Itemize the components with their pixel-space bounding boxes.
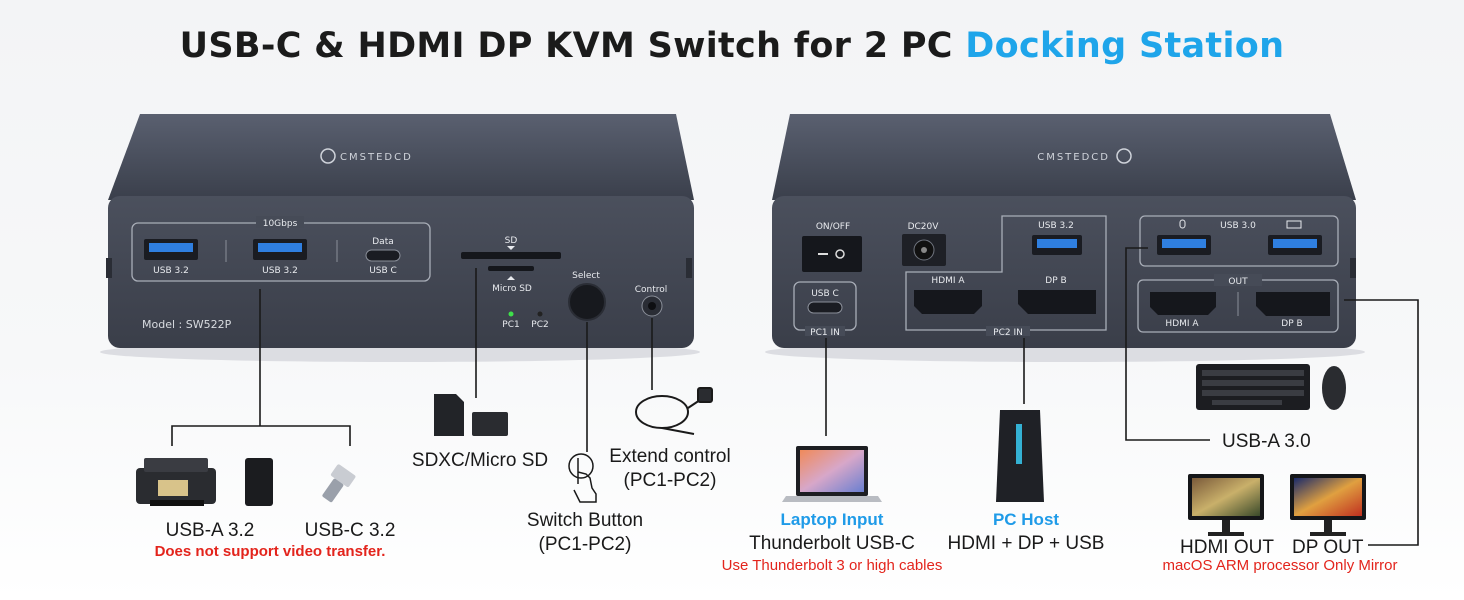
pc1in-label: PC1 IN [810, 328, 840, 338]
pc1-usbc-port[interactable] [807, 301, 843, 314]
printer-icon [136, 458, 216, 506]
mac-note: macOS ARM processor Only Mirror [1162, 557, 1398, 574]
control-label: Control [635, 285, 668, 295]
extend-label-2: (PC1-PC2) [623, 470, 717, 491]
hard-drive-icon [245, 458, 273, 506]
dpb-label: DP B [1045, 276, 1066, 286]
pc2-led-icon [537, 311, 543, 317]
back-brand: CMSTEDCD [1037, 152, 1110, 163]
usbc-label: USB C [811, 289, 839, 299]
front-port1-label: USB 3.2 [153, 266, 189, 276]
pc1-led-icon [508, 311, 514, 317]
front-brand: CMSTEDCD [340, 152, 413, 163]
front-port3-label: USB C [369, 266, 397, 276]
usba30-label: USB-A 3.0 [1222, 431, 1311, 452]
pc-tower-icon [996, 410, 1044, 502]
out-hdmi-port[interactable] [1150, 292, 1216, 315]
laptop-input-note: Use Thunderbolt 3 or high cables [721, 557, 943, 574]
front-usbc-port[interactable] [365, 249, 401, 262]
microsd-slot[interactable] [488, 266, 534, 271]
monitor-dp-icon [1290, 474, 1366, 536]
sd-card-icon [434, 394, 508, 436]
pc2-label: PC2 [531, 320, 548, 330]
hdmia-label: HDMI A [931, 276, 965, 286]
no-video-warning: Does not support video transfer. [154, 543, 386, 560]
pc2in-label: PC2 IN [993, 328, 1023, 338]
out-dp-port[interactable] [1256, 292, 1330, 316]
usbc32-label: USB-C 3.2 [304, 520, 396, 541]
hdmi-out-label: HDMI OUT [1180, 537, 1274, 558]
pc1-label: PC1 [502, 320, 519, 330]
connector-lines [171, 247, 1419, 546]
sd-label: SD [505, 236, 518, 246]
switch-label-2: (PC1-PC2) [538, 534, 632, 555]
pc-host-title: PC Host [992, 510, 1060, 529]
usb-stick-icon [322, 464, 356, 503]
select-label: Select [572, 271, 600, 281]
control-cable-icon [635, 387, 713, 435]
pc-host-sub: HDMI + DP + USB [947, 533, 1105, 554]
out-hdmia-label: HDMI A [1165, 319, 1199, 329]
mouse-icon [1179, 219, 1186, 229]
laptop-input-title: Laptop Input [780, 510, 884, 529]
usb32-label: USB 3.2 [1038, 221, 1074, 231]
keyboard-device-icon [1196, 364, 1310, 410]
page-title: USB-C & HDMI DP KVM Switch for 2 PC Dock… [0, 26, 1464, 66]
front-device: CMSTEDCD 10Gbps USB 3.2 USB 3.2 Data USB… [100, 114, 700, 362]
microsd-label: Micro SD [492, 284, 532, 294]
brand-logo-icon [320, 148, 336, 164]
dc-label: DC20V [908, 222, 940, 232]
data-label: Data [372, 237, 394, 247]
extend-label-1: Extend control [609, 446, 731, 467]
keyboard-icon [1286, 220, 1302, 229]
finger-press-icon [568, 453, 597, 503]
power-switch[interactable] [802, 236, 862, 272]
monitor-hdmi-icon [1188, 474, 1264, 536]
title-main: USB-C & HDMI DP KVM Switch for 2 PC [179, 26, 953, 66]
sd-callout-label: SDXC/Micro SD [411, 450, 549, 471]
dp-out-label: DP OUT [1292, 537, 1364, 558]
onoff-label: ON/OFF [816, 222, 850, 232]
select-button[interactable] [568, 283, 606, 321]
brand-logo-icon-back [1116, 148, 1132, 164]
usba32-label: USB-A 3.2 [165, 520, 255, 541]
pc2-dp-port[interactable] [1018, 290, 1096, 314]
usb30-label: USB 3.0 [1220, 221, 1256, 231]
laptop-input-sub: Thunderbolt USB-C [749, 533, 915, 554]
model-label: Model : SW522P [142, 318, 232, 331]
pc2-hdmi-port[interactable] [914, 290, 982, 314]
out-label: OUT [1228, 277, 1248, 287]
front-port2-label: USB 3.2 [262, 266, 298, 276]
out-dpb-label: DP B [1281, 319, 1302, 329]
control-jack[interactable] [648, 302, 656, 310]
sd-slot[interactable] [461, 252, 561, 259]
title-accent: Docking Station [965, 26, 1285, 66]
laptop-icon [782, 446, 882, 502]
switch-label-1: Switch Button [526, 510, 644, 531]
bandwidth-label: 10Gbps [263, 219, 298, 229]
mouse-device-icon [1322, 366, 1346, 410]
back-device: CMSTEDCD ON/OFF DC20V USB C PC1 IN USB 3… [765, 114, 1365, 362]
